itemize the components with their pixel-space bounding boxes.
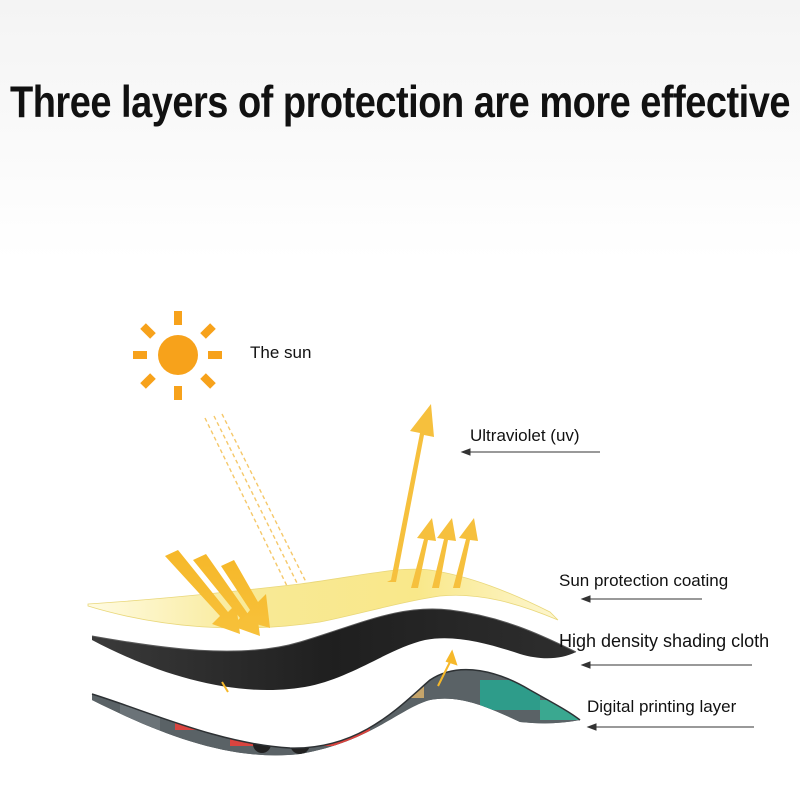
inner-small-arrows: [221, 649, 458, 693]
pointer-line-uv: [460, 448, 600, 456]
shading-cloth-layer: [92, 608, 576, 691]
sun-icon: [133, 311, 222, 400]
label-digital-printing-layer: Digital printing layer: [587, 697, 737, 716]
reflected-uv-arrows: [387, 404, 478, 588]
pointer-line-cloth: [580, 661, 752, 669]
label-ultraviolet: Ultraviolet (uv): [470, 426, 580, 445]
label-the-sun: The sun: [250, 343, 312, 362]
page-title: Three layers of protection are more effe…: [9, 78, 791, 128]
sunlight-dashed-rays: [204, 413, 307, 589]
sun-protection-coating-layer: [87, 568, 559, 629]
pointer-line-printing: [586, 723, 754, 731]
pointer-line-coating: [580, 595, 702, 603]
label-sun-protection-coating: Sun protection coating: [559, 571, 729, 590]
label-high-density-shading-cloth: High density shading cloth: [559, 631, 770, 651]
incoming-light-arrows: [165, 550, 270, 636]
